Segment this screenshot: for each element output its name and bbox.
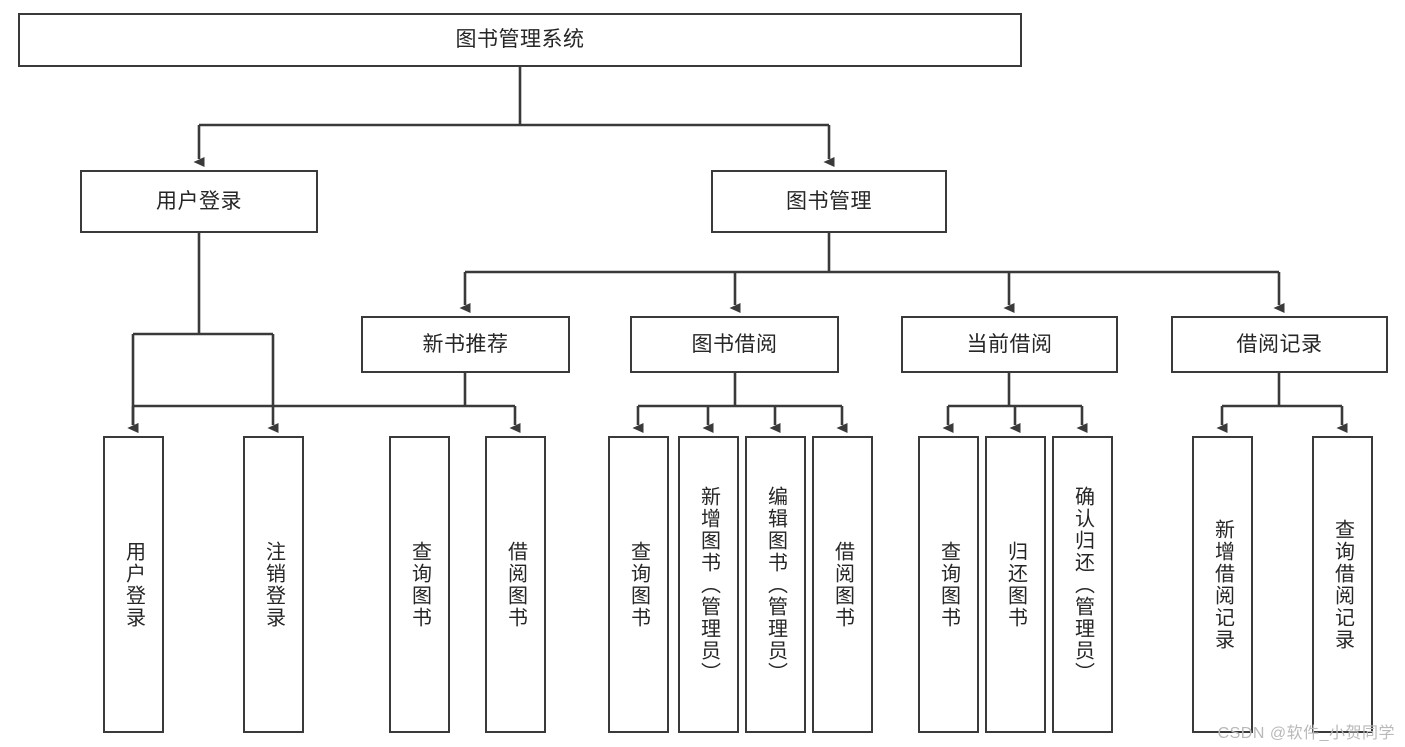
node-label: 用户登录 — [156, 189, 242, 213]
node-label: 查询图书 — [408, 540, 431, 629]
leaf-node-leaf-add-book[interactable]: 新增图书（管理员） — [678, 436, 739, 733]
node-label: 查询图书 — [937, 540, 960, 629]
connector-lines — [127, 67, 1348, 433]
node-label: 图书管理 — [786, 189, 872, 213]
node-content: 图书管理 — [713, 172, 945, 231]
node-label: 用户登录 — [122, 540, 145, 629]
node-content: 查询图书 — [391, 438, 448, 731]
leaf-node-leaf-borrow-book-rec[interactable]: 借阅图书 — [485, 436, 546, 733]
leaf-node-leaf-borrow-book[interactable]: 借阅图书 — [812, 436, 873, 733]
node-label: 查询借阅记录 — [1331, 518, 1354, 651]
node-label: 借阅图书 — [831, 540, 854, 629]
level2-node-user-login[interactable]: 用户登录 — [80, 170, 318, 233]
node-content: 图书管理系统 — [20, 15, 1020, 65]
node-label: 新增借阅记录 — [1211, 518, 1234, 651]
leaf-node-leaf-logout[interactable]: 注销登录 — [243, 436, 304, 733]
node-content: 新增图书（管理员） — [680, 438, 737, 731]
node-content: 用户登录 — [82, 172, 316, 231]
leaf-node-leaf-edit-book[interactable]: 编辑图书（管理员） — [745, 436, 806, 733]
leaf-node-leaf-return-book[interactable]: 归还图书 — [985, 436, 1046, 733]
node-label: 图书管理系统 — [455, 28, 585, 52]
node-content: 借阅图书 — [814, 438, 871, 731]
root-node-root[interactable]: 图书管理系统 — [18, 13, 1022, 67]
node-label: 借阅记录 — [1236, 332, 1323, 356]
node-label: 注销登录 — [262, 540, 285, 629]
level3-node-new-book-recommend[interactable]: 新书推荐 — [361, 316, 570, 373]
node-label: 确认归还（管理员） — [1071, 485, 1094, 684]
leaf-node-leaf-add-record[interactable]: 新增借阅记录 — [1192, 436, 1253, 733]
level2-node-book-manage[interactable]: 图书管理 — [711, 170, 947, 233]
node-label: 新书推荐 — [422, 332, 509, 356]
leaf-node-leaf-query-book-rec[interactable]: 查询图书 — [389, 436, 450, 733]
node-content: 图书借阅 — [632, 318, 837, 371]
node-content: 归还图书 — [987, 438, 1044, 731]
node-label: 编辑图书（管理员） — [764, 485, 787, 684]
node-content: 借阅记录 — [1173, 318, 1386, 371]
node-content: 编辑图书（管理员） — [747, 438, 804, 731]
node-label: 归还图书 — [1004, 540, 1027, 629]
node-label: 新增图书（管理员） — [697, 485, 720, 684]
leaf-node-leaf-query-book-borrow[interactable]: 查询图书 — [608, 436, 669, 733]
node-content: 确认归还（管理员） — [1054, 438, 1111, 731]
level3-node-current-borrow[interactable]: 当前借阅 — [901, 316, 1118, 373]
node-label: 借阅图书 — [504, 540, 527, 629]
node-content: 用户登录 — [105, 438, 162, 731]
level3-node-borrow-record[interactable]: 借阅记录 — [1171, 316, 1388, 373]
level3-node-book-borrow[interactable]: 图书借阅 — [630, 316, 839, 373]
node-label: 查询图书 — [627, 540, 650, 629]
node-content: 当前借阅 — [903, 318, 1116, 371]
node-content: 借阅图书 — [487, 438, 544, 731]
watermark-text: CSDN @软件_小贺同学 — [1217, 725, 1395, 742]
node-content: 查询借阅记录 — [1314, 438, 1371, 731]
node-label: 图书借阅 — [691, 332, 778, 356]
node-content: 注销登录 — [245, 438, 302, 731]
node-content: 新增借阅记录 — [1194, 438, 1251, 731]
node-label: 当前借阅 — [966, 332, 1053, 356]
leaf-node-leaf-user-login[interactable]: 用户登录 — [103, 436, 164, 733]
leaf-node-leaf-query-record[interactable]: 查询借阅记录 — [1312, 436, 1373, 733]
node-content: 查询图书 — [920, 438, 977, 731]
leaf-node-leaf-query-book-cur[interactable]: 查询图书 — [918, 436, 979, 733]
node-content: 查询图书 — [610, 438, 667, 731]
node-content: 新书推荐 — [363, 318, 568, 371]
leaf-node-leaf-confirm-return[interactable]: 确认归还（管理员） — [1052, 436, 1113, 733]
